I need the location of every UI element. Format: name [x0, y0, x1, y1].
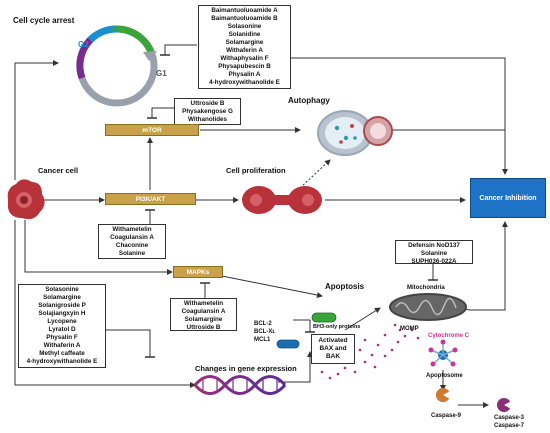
apoptosis-compounds-box: Defensin NoD137 Solanine SUPH036-022A — [395, 240, 473, 265]
compound-item: Solanine — [118, 250, 146, 257]
mapks-pathway: MAPKs — [173, 266, 223, 278]
compound-item: Solanine — [420, 250, 448, 257]
compound-item: 4-hydroxywithanolide E — [209, 79, 280, 86]
pi3k-compounds-box: Withametelin Coagulansin A Chaconine Sol… — [98, 224, 166, 259]
bcl-label: MCL1 — [254, 337, 271, 343]
bax-bak-line: BAX and — [319, 345, 347, 352]
compound-item: Withaferin A — [226, 47, 263, 54]
phase-g2-label: G2 — [78, 40, 89, 49]
compound-item: Physapubescin B — [218, 63, 271, 70]
pi3k-akt-pathway: PI3K/AKT — [105, 193, 196, 205]
cytochrome-c-label: Cytochrome C — [428, 333, 470, 339]
caspase9-icon — [436, 388, 452, 402]
apoptosome-label: Apoptosome — [426, 373, 463, 379]
compound-item: SUPH036-022A — [411, 258, 457, 265]
caspase7-label: Caspase-7 — [494, 423, 525, 429]
bax-bak-line: BAK — [325, 353, 341, 360]
compound-item: Solamargine — [43, 294, 81, 301]
compound-item: Defensin NoD137 — [408, 242, 460, 249]
compound-item: Withanolides — [187, 116, 228, 123]
caspase37-label: Caspase-3 Caspase-7 — [494, 414, 524, 430]
phase-s-label: S — [78, 70, 84, 79]
compound-item: Solanidine — [228, 31, 261, 38]
compound-item: Lycopene — [47, 318, 77, 325]
cancer-cell-title: Cancer cell — [38, 166, 79, 175]
cancer-inhibition-box: Cancer Inhibition — [470, 178, 546, 218]
compound-item: Baimantuoluoamide A — [211, 7, 278, 14]
autophagy-title: Autophagy — [288, 96, 330, 105]
mapks-compounds-box: Withametelin Coagulansin A Solamargine U… — [170, 298, 237, 331]
apoptosome-icon — [428, 339, 458, 367]
caspase3-icon — [497, 398, 513, 412]
compound-item: Physalin A — [228, 71, 261, 78]
cell-cycle-compounds-box: Baimantuoluoamide A Baimantuoluoamide B … — [198, 5, 291, 89]
momp-label: MOMP — [400, 326, 419, 332]
mtor-pathway: mTOR — [105, 124, 199, 136]
mtor-compounds-box: Uttroside B Physakengose G Withanolides — [174, 98, 241, 125]
autophagy-icon — [317, 110, 393, 156]
cytochrome-c-dots — [320, 323, 420, 380]
phase-g1-label: G1 — [156, 69, 167, 78]
compound-item: Physakengose G — [182, 108, 233, 115]
gene-expression-title: Changes in gene expression — [195, 364, 297, 373]
compound-item: Baimantuoluoamide B — [211, 15, 278, 22]
bcl2-protein-icon — [276, 339, 300, 349]
compound-item: Uttroside B — [190, 100, 225, 107]
bcl-family-labels: BCL-2 BCL-Xʟ MCL1 — [254, 320, 275, 344]
compound-item: Solanigroside P — [38, 302, 86, 309]
cell-proliferation-icon — [242, 186, 322, 214]
compound-item: Coagulansin A — [181, 308, 226, 315]
cell-proliferation-title: Cell proliferation — [226, 166, 286, 175]
bax-bak-line: Activated — [318, 337, 348, 344]
compound-item: Solamargine — [184, 316, 223, 323]
bh3-protein-icon — [311, 312, 337, 323]
compound-item: Solamargine — [225, 39, 264, 46]
compound-item: Solasonine — [45, 286, 79, 293]
mitochondria-icon — [389, 293, 467, 321]
compound-item: Withametelin — [112, 226, 152, 233]
compound-item: Methyl caffeate — [39, 350, 85, 357]
compound-item: 4-hydroxywithanolide E — [26, 358, 98, 365]
dna-icon — [193, 375, 287, 395]
compound-item: Withametelin — [183, 300, 224, 307]
compound-item: Chaconine — [115, 242, 149, 249]
cell-cycle-ring — [76, 25, 158, 107]
compound-item: Coagulansin A — [110, 234, 154, 241]
compound-item: Lyratol D — [48, 326, 76, 333]
compound-item: Physalin F — [46, 334, 78, 341]
caspase9-label: Caspase-9 — [431, 413, 462, 419]
apoptosis-title: Apoptosis — [325, 282, 365, 291]
bcl-label: BCL-2 — [254, 321, 272, 327]
bcl-label: BCL-Xʟ — [254, 329, 276, 335]
compound-item: Solasonine — [227, 23, 262, 30]
cancer-cell-icon — [7, 179, 45, 220]
mitochondria-label: Mitochondria — [407, 285, 445, 291]
bh3-label: BH3-only proteins — [313, 324, 361, 330]
compound-item: Solajiangxyin H — [38, 310, 86, 317]
compound-item: Uttroside B — [186, 324, 221, 331]
gene-expression-compounds-box: Solasonine Solamargine Solanigroside P S… — [18, 284, 106, 368]
compound-item: Withaphysalin F — [220, 55, 269, 62]
compound-item: Withaferin A — [43, 342, 81, 349]
caspase3-label: Caspase-3 — [494, 415, 525, 421]
cell-cycle-arrest-title: Cell cycle arrest — [13, 16, 75, 25]
phase-m-label: M — [112, 25, 119, 34]
